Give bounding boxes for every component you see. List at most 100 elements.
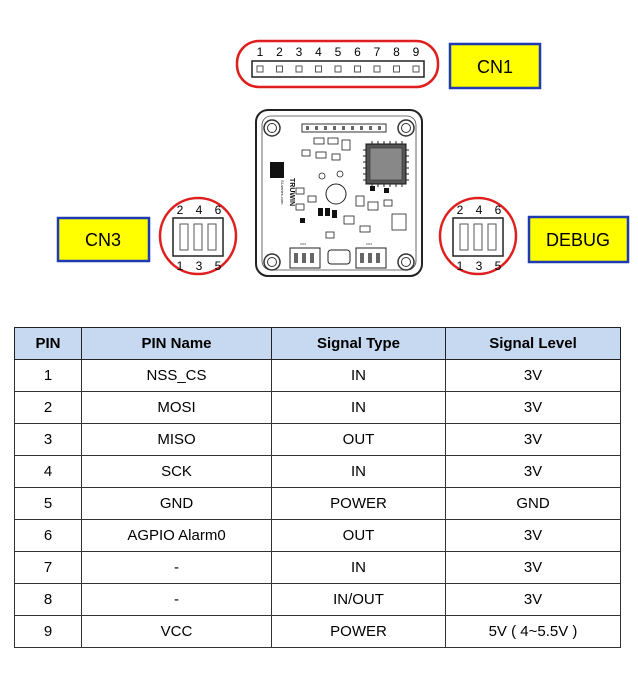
cn1-pin-pad [334, 65, 342, 73]
cell-pin-name: AGPIO Alarm0 [81, 519, 272, 552]
cell-signal-level: GND [445, 487, 621, 520]
cn1-label: CN1 [477, 57, 513, 77]
cn3-label-box: CN3 [56, 216, 151, 263]
debug-pin-6: 6 [495, 203, 502, 217]
cell-pin-name: VCC [81, 615, 272, 648]
cn3-pin-3: 3 [196, 259, 203, 273]
debug-pin-2: 2 [457, 203, 464, 217]
board-brand-sub: SI-series.com [280, 180, 285, 205]
debug-highlight-circle [438, 196, 518, 276]
cell-signal-level: 3V [445, 391, 621, 424]
cell-pin: 1 [14, 359, 82, 392]
board-brand: TRUWIN [288, 178, 295, 206]
debug-pin-4: 4 [476, 203, 483, 217]
cell-pin: 2 [14, 391, 82, 424]
cn1-pin-number: 5 [335, 45, 342, 59]
cell-signal-level: 5V ( 4~5.5V ) [445, 615, 621, 648]
cn1-pin-number: 8 [393, 45, 400, 59]
header-pin: PIN [14, 327, 82, 360]
debug-pin-5: 5 [495, 259, 502, 273]
cell-signal-type: IN/OUT [271, 583, 446, 616]
cn1-pin-pad [295, 65, 303, 73]
cn1-pin-number: 6 [354, 45, 361, 59]
cell-signal-type: OUT [271, 423, 446, 456]
cell-pin: 5 [14, 487, 82, 520]
cell-signal-level: 3V [445, 359, 621, 392]
debug-connector: 2 4 6 1 3 5 [438, 196, 518, 276]
cell-signal-type: IN [271, 391, 446, 424]
cn1-pin-number: 9 [413, 45, 420, 59]
cell-signal-level: 3V [445, 583, 621, 616]
cn3-pin-5: 5 [215, 259, 222, 273]
cn3-connector: 2 4 6 1 3 5 [158, 196, 238, 276]
cn1-pin-number: 1 [257, 45, 264, 59]
cell-signal-type: IN [271, 359, 446, 392]
cn1-pin-number: 7 [374, 45, 381, 59]
debug-label: DEBUG [546, 230, 610, 250]
cell-pin-name: MISO [81, 423, 272, 456]
cell-pin: 8 [14, 583, 82, 616]
cell-signal-level: 3V [445, 519, 621, 552]
debug-pin-1: 1 [457, 259, 464, 273]
cell-pin-name: NSS_CS [81, 359, 272, 392]
cell-signal-type: IN [271, 551, 446, 584]
cn3-pin-4: 4 [196, 203, 203, 217]
cell-pin: 4 [14, 455, 82, 488]
debug-label-box: DEBUG [527, 215, 630, 264]
mcu-chip-icon [363, 141, 409, 187]
cell-pin: 9 [14, 615, 82, 648]
cn1-pin-pad [256, 65, 264, 73]
cell-signal-type: IN [271, 455, 446, 488]
header-signal-level: Signal Level [445, 327, 621, 360]
cn1-pin-pad [276, 65, 283, 73]
cell-signal-type: POWER [271, 487, 446, 520]
cell-signal-level: 3V [445, 455, 621, 488]
cell-pin: 7 [14, 551, 82, 584]
cell-signal-level: 3V [445, 551, 621, 584]
board-silk-cn3: CN3 [366, 242, 372, 246]
cn3-pin-1: 1 [177, 259, 184, 273]
cn1-pin-number: 4 [315, 45, 322, 59]
pcb-board: TRUWIN SI-series.com CN2 CN3 [255, 109, 423, 277]
cn3-pin-2: 2 [177, 203, 184, 217]
cell-pin: 3 [14, 423, 82, 456]
cell-pin-name: SCK [81, 455, 272, 488]
cell-pin-name: MOSI [81, 391, 272, 424]
cn1-pin-number: 3 [296, 45, 303, 59]
mounting-hole-icon [263, 119, 415, 271]
cell-signal-type: POWER [271, 615, 446, 648]
cn3-label: CN3 [85, 230, 121, 250]
cn1-pin-pad [315, 65, 322, 73]
cn3-pin-6: 6 [215, 203, 222, 217]
cn3-highlight-circle [158, 196, 238, 276]
cn1-pin-number: 2 [276, 45, 283, 59]
header-signal-type: Signal Type [271, 327, 446, 360]
cell-pin: 6 [14, 519, 82, 552]
debug-pin-3: 3 [476, 259, 483, 273]
cell-pin-name: GND [81, 487, 272, 520]
cn1-pin-pad [393, 65, 400, 73]
cn1-highlight-circle [235, 39, 440, 89]
cell-pin-name: - [81, 583, 272, 616]
table-header-row: PIN PIN Name Signal Type Signal Level [14, 327, 621, 360]
cell-signal-level: 3V [445, 423, 621, 456]
cn1-pin-pad [412, 65, 420, 73]
cell-pin-name: - [81, 551, 272, 584]
cn1-pin-pad [354, 65, 361, 73]
cn1-label-box: CN1 [448, 42, 542, 90]
board-silk-cn2: CN2 [300, 242, 306, 246]
header-pin-name: PIN Name [81, 327, 272, 360]
cn1-pin-pad [373, 65, 381, 73]
